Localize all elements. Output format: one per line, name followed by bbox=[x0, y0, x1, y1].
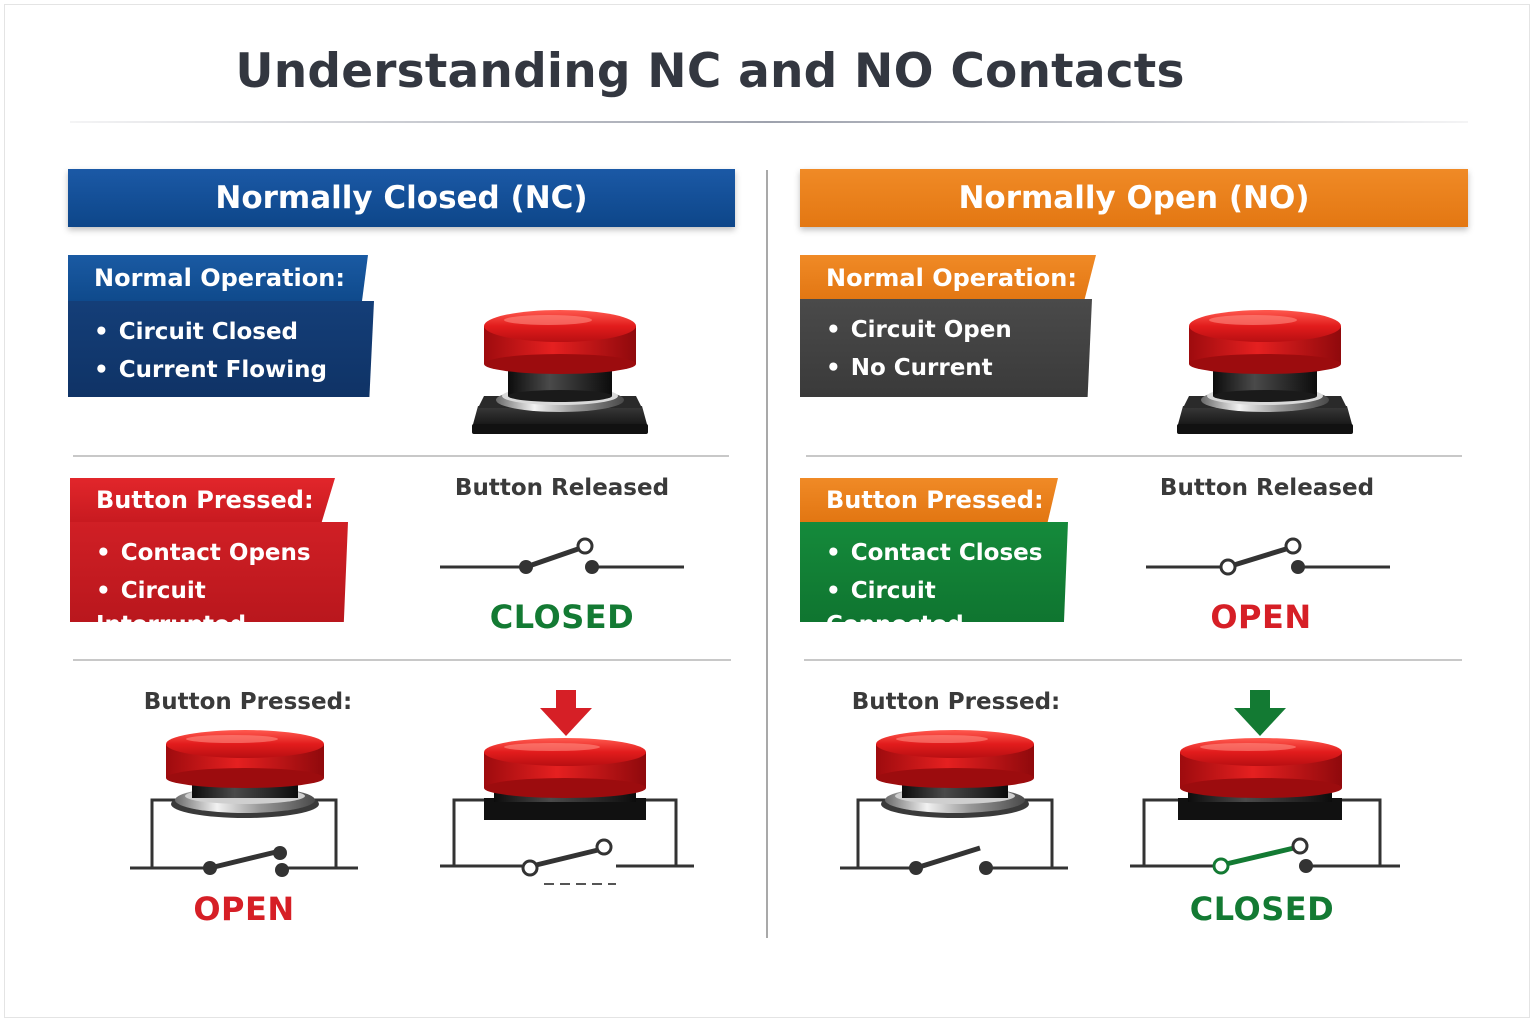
list-item: Current Flowing bbox=[94, 353, 374, 391]
nc-normal-operation-box: Circuit Closed Current Flowing bbox=[68, 301, 374, 397]
list-item: Circuit Closed bbox=[94, 315, 374, 353]
no-bottom-state: CLOSED bbox=[1189, 890, 1335, 928]
down-arrow-icon bbox=[540, 690, 592, 736]
list-item: Contact Opens bbox=[96, 536, 348, 574]
section-divider bbox=[806, 455, 1462, 457]
push-button-icon bbox=[472, 310, 648, 434]
list-item: No Current bbox=[826, 351, 1092, 389]
section-divider bbox=[804, 659, 1462, 661]
switch-contact-icon bbox=[1146, 537, 1390, 576]
nc-button-pressed-box: Contact Opens Circuit Interrupted bbox=[70, 522, 348, 622]
push-button-icon bbox=[1177, 310, 1353, 434]
list-item: Circuit Interrupted bbox=[96, 574, 348, 622]
nc-normal-operation-label: Normal Operation: bbox=[68, 255, 368, 301]
list-item: Circuit Open bbox=[826, 313, 1092, 351]
push-button-icon bbox=[840, 730, 1068, 875]
nc-released-label: Button Released bbox=[454, 475, 670, 501]
nc-bottom-state: OPEN bbox=[193, 890, 295, 928]
no-button-pressed-label: Button Pressed: bbox=[800, 478, 1058, 522]
no-button-pressed-box: Contact Closes Circuit Connected bbox=[800, 522, 1068, 622]
list-item: Circuit Connected bbox=[826, 574, 1068, 622]
list-item: Contact Closes bbox=[826, 536, 1068, 574]
page-frame bbox=[4, 4, 1530, 1018]
push-button-icon bbox=[130, 730, 358, 877]
no-released-label: Button Released bbox=[1159, 475, 1375, 501]
nc-bottom-label: Button Pressed: bbox=[143, 689, 353, 715]
section-divider bbox=[73, 659, 731, 661]
column-divider bbox=[766, 170, 768, 938]
no-normal-operation-box: Circuit Open No Current bbox=[800, 299, 1092, 397]
nc-button-pressed-label: Button Pressed: bbox=[70, 478, 335, 522]
no-released-state: OPEN bbox=[1210, 598, 1312, 636]
nc-released-state: CLOSED bbox=[489, 598, 635, 636]
down-arrow-icon bbox=[1234, 690, 1286, 736]
page-title: Understanding NC and NO Contacts bbox=[235, 44, 1185, 99]
no-bottom-label: Button Pressed: bbox=[851, 689, 1061, 715]
nc-header: Normally Closed (NC) bbox=[68, 169, 735, 227]
title-divider bbox=[70, 121, 1468, 123]
no-header: Normally Open (NO) bbox=[800, 169, 1468, 227]
push-button-icon bbox=[1130, 738, 1400, 875]
no-normal-operation-label: Normal Operation: bbox=[800, 255, 1096, 301]
switch-contact-icon bbox=[440, 537, 684, 574]
push-button-icon bbox=[440, 738, 694, 885]
section-divider bbox=[73, 455, 729, 457]
